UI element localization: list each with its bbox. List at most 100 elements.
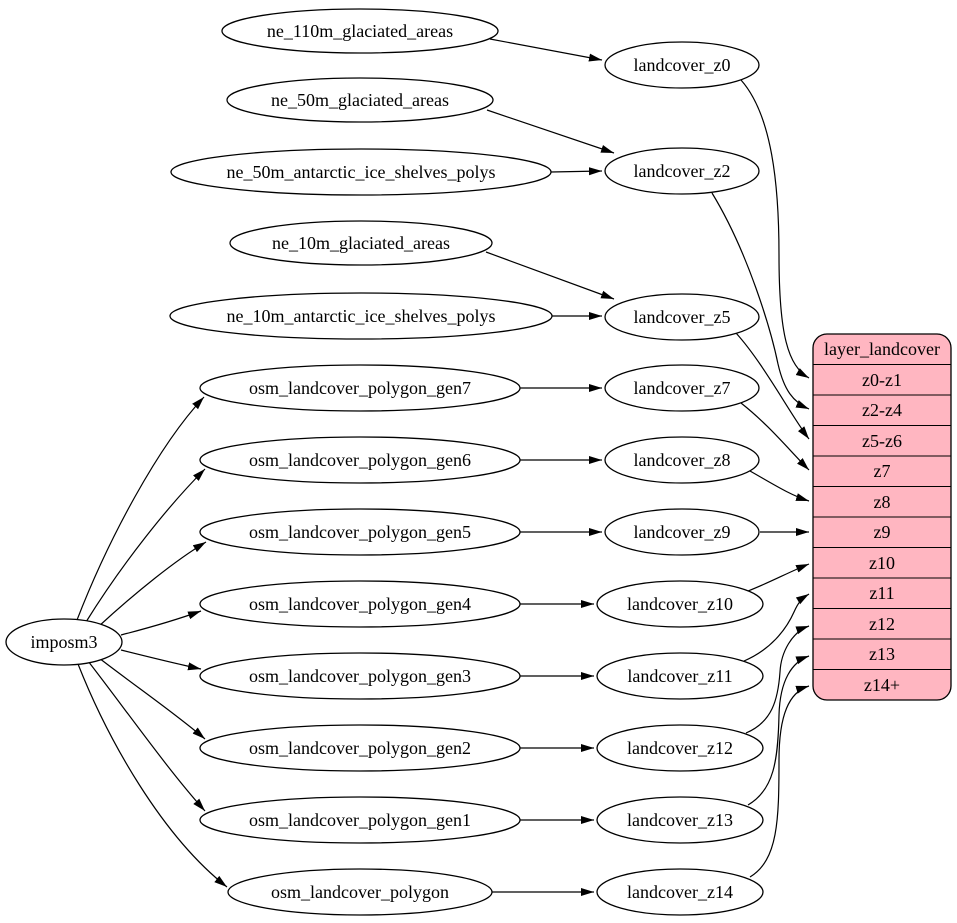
node-landcover_z9: landcover_z9 bbox=[604, 508, 760, 556]
edge-z14-row bbox=[749, 685, 810, 878]
node-ne_110m_glaciated_areas: ne_110m_glaciated_areas bbox=[221, 8, 499, 54]
record-row-z2-z4: z2-z4 bbox=[862, 400, 902, 420]
z12-label: landcover_z12 bbox=[627, 738, 733, 758]
gen6-ellipse bbox=[199, 436, 521, 484]
z8-ellipse bbox=[604, 436, 760, 484]
z8-label: landcover_z8 bbox=[634, 450, 731, 470]
z10-label: landcover_z10 bbox=[627, 594, 733, 614]
polygon-ellipse bbox=[227, 868, 493, 916]
z13-ellipse bbox=[596, 796, 764, 844]
node-landcover_z2: landcover_z2 bbox=[604, 147, 760, 195]
node-landcover_z7: landcover_z7 bbox=[604, 364, 760, 412]
z12-ellipse bbox=[596, 724, 764, 772]
imposm3-ellipse bbox=[5, 618, 123, 666]
edge-imposm3-gen5 bbox=[97, 541, 207, 628]
node-osm_landcover_polygon_gen7: osm_landcover_polygon_gen7 bbox=[199, 364, 521, 412]
edge-imposm3-gen6 bbox=[85, 468, 206, 623]
record-row-z13: z13 bbox=[869, 644, 895, 664]
record-row-z8: z8 bbox=[874, 492, 891, 512]
edge-z8-row bbox=[749, 470, 810, 502]
edge-z13-row bbox=[747, 655, 810, 806]
imposm3-label: imposm3 bbox=[30, 632, 97, 652]
edge-group-imposm3 bbox=[76, 396, 228, 888]
edge-ne10mg-z5 bbox=[485, 251, 615, 300]
node-osm_landcover_polygon_gen4: osm_landcover_polygon_gen4 bbox=[199, 580, 521, 628]
z13-label: landcover_z13 bbox=[627, 810, 733, 830]
z5-ellipse bbox=[604, 293, 760, 341]
node-landcover_z5: landcover_z5 bbox=[604, 293, 760, 341]
node-landcover_z13: landcover_z13 bbox=[596, 796, 764, 844]
node-landcover_z11: landcover_z11 bbox=[596, 652, 764, 700]
node-layer_landcover: layer_landcover z0-z1 z2-z4 z5-z6 z7 z8 … bbox=[812, 333, 952, 701]
gen7-ellipse bbox=[199, 364, 521, 412]
gen4-ellipse bbox=[199, 580, 521, 628]
record-row-z10: z10 bbox=[869, 553, 895, 573]
ne50ma-label: ne_50m_antarctic_ice_shelves_polys bbox=[227, 162, 496, 182]
z2-ellipse bbox=[604, 147, 760, 195]
record-row-z9: z9 bbox=[874, 522, 891, 542]
node-ne_50m_antarctic_ice_shelves_polys: ne_50m_antarctic_ice_shelves_polys bbox=[170, 148, 552, 196]
gen1-ellipse bbox=[199, 796, 521, 844]
ne110m-label: ne_110m_glaciated_areas bbox=[267, 21, 453, 41]
node-ne_10m_glaciated_areas: ne_10m_glaciated_areas bbox=[229, 220, 493, 266]
node-osm_landcover_polygon: osm_landcover_polygon bbox=[227, 868, 493, 916]
gen6-label: osm_landcover_polygon_gen6 bbox=[249, 450, 471, 470]
node-landcover_z10: landcover_z10 bbox=[596, 580, 764, 628]
record-row-z7: z7 bbox=[874, 461, 891, 481]
record-row-z12: z12 bbox=[869, 614, 895, 634]
edge-z12-row bbox=[745, 625, 810, 734]
edge-ne50ma-z2 bbox=[550, 167, 603, 176]
gen7-label: osm_landcover_polygon_gen7 bbox=[249, 378, 471, 398]
node-landcover_z14: landcover_z14 bbox=[596, 868, 764, 916]
gen5-label: osm_landcover_polygon_gen5 bbox=[249, 522, 471, 542]
node-osm_landcover_polygon_gen3: osm_landcover_polygon_gen3 bbox=[199, 652, 521, 700]
z2-label: landcover_z2 bbox=[634, 161, 731, 181]
gen2-ellipse bbox=[199, 724, 521, 772]
edge-imposm3-gen7 bbox=[76, 396, 205, 621]
edge-z5-row bbox=[735, 332, 810, 440]
gen3-ellipse bbox=[199, 652, 521, 700]
z10-ellipse bbox=[596, 580, 764, 628]
record-title: layer_landcover bbox=[824, 339, 940, 359]
node-imposm3: imposm3 bbox=[5, 618, 123, 666]
ne50mg-ellipse bbox=[226, 77, 494, 123]
edge-ne110m-z0 bbox=[489, 38, 603, 62]
z11-label: landcover_z11 bbox=[627, 666, 732, 686]
node-osm_landcover_polygon_gen1: osm_landcover_polygon_gen1 bbox=[199, 796, 521, 844]
node-osm_landcover_polygon_gen2: osm_landcover_polygon_gen2 bbox=[199, 724, 521, 772]
edge-z10-row bbox=[747, 563, 810, 592]
z7-label: landcover_z7 bbox=[634, 378, 731, 398]
polygon-label: osm_landcover_polygon bbox=[271, 882, 449, 902]
edge-imposm3-gen4 bbox=[120, 610, 202, 636]
node-landcover_z0: landcover_z0 bbox=[604, 41, 760, 89]
record-row-z5-z6: z5-z6 bbox=[862, 431, 902, 451]
gen1-label: osm_landcover_polygon_gen1 bbox=[249, 810, 471, 830]
ne10mg-ellipse bbox=[229, 220, 493, 266]
gen2-label: osm_landcover_polygon_gen2 bbox=[249, 738, 471, 758]
edge-group-record bbox=[711, 79, 810, 878]
z5-label: landcover_z5 bbox=[634, 307, 731, 327]
node-ne_10m_antarctic_ice_shelves_polys: ne_10m_antarctic_ice_shelves_polys bbox=[169, 292, 553, 340]
edge-z2-row bbox=[711, 192, 810, 410]
ne10mg-label: ne_10m_glaciated_areas bbox=[272, 233, 450, 253]
z7-ellipse bbox=[604, 364, 760, 412]
z14-label: landcover_z14 bbox=[627, 882, 733, 902]
z0-label: landcover_z0 bbox=[634, 55, 731, 75]
gen3-label: osm_landcover_polygon_gen3 bbox=[249, 666, 471, 686]
ne110m-ellipse bbox=[221, 8, 499, 54]
edge-z0-row bbox=[740, 79, 810, 379]
ne10ma-label: ne_10m_antarctic_ice_shelves_polys bbox=[227, 306, 496, 326]
record-row-z0-z1: z0-z1 bbox=[862, 370, 902, 390]
node-landcover_z8: landcover_z8 bbox=[604, 436, 760, 484]
edge-imposm3-gen1 bbox=[87, 660, 206, 812]
ne50mg-label: ne_50m_glaciated_areas bbox=[271, 90, 449, 110]
node-ne_50m_glaciated_areas: ne_50m_glaciated_areas bbox=[226, 77, 494, 123]
ne10ma-ellipse bbox=[169, 292, 553, 340]
z0-ellipse bbox=[604, 41, 760, 89]
node-osm_landcover_polygon_gen6: osm_landcover_polygon_gen6 bbox=[199, 436, 521, 484]
edge-z11-row bbox=[743, 593, 810, 662]
edge-imposm3-gen3 bbox=[120, 649, 202, 671]
z14-ellipse bbox=[596, 868, 764, 916]
edge-imposm3-gen2 bbox=[98, 657, 206, 740]
